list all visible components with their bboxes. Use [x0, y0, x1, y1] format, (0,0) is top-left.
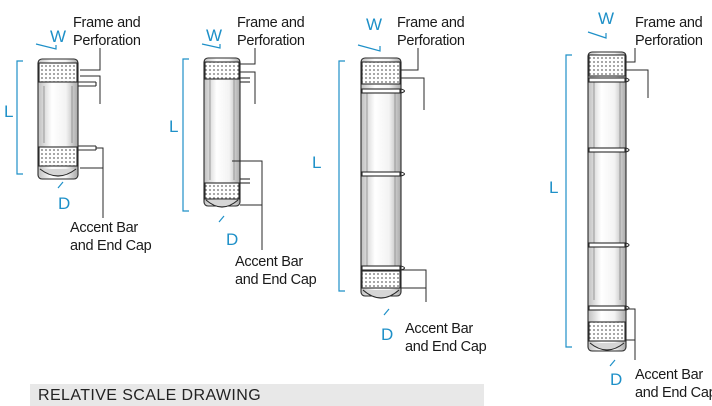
fixture-3-leaders: [401, 48, 427, 302]
fixture-3-dim-w: W: [366, 15, 382, 34]
fixture-1-dim-w: W: [50, 27, 66, 46]
fixture-2-leaders: [232, 48, 263, 250]
fixture-3-dim-l: L: [312, 153, 321, 172]
fixture-3: W L D Frame and Perforation Accent Bar a…: [312, 15, 487, 355]
fixture-2: W L D Frame and Perforation Accent Bar a…: [169, 15, 317, 288]
fixture-1-accent-label-2: and End Cap: [70, 238, 152, 254]
fixture-4-body: [587, 51, 630, 352]
fixture-2-frame-label: Frame and: [237, 15, 305, 31]
fixture-1-body: [37, 58, 97, 180]
fixture-4-leaders: [626, 48, 649, 360]
fixture-2-dimensions: [182, 43, 225, 223]
fixture-4: W L D Frame and Perforation Accent Bar a…: [549, 9, 712, 401]
fixture-1-dim-d: D: [58, 194, 70, 213]
fixture-1-accent-label: Accent Bar: [70, 220, 138, 236]
fixture-3-accent-label-2: and End Cap: [405, 339, 487, 355]
fixture-4-accent-label: Accent Bar: [635, 367, 703, 383]
fixture-1-dimensions: [16, 43, 64, 189]
fixture-4-dim-d: D: [610, 370, 622, 389]
fixture-3-body: [360, 57, 406, 299]
fixture-4-frame-label-2: Perforation: [635, 33, 703, 49]
fixture-4-frame-label: Frame and: [635, 15, 703, 31]
fixture-2-dim-l: L: [169, 117, 178, 136]
fixture-3-dim-d: D: [381, 325, 393, 344]
fixture-2-frame-label-2: Perforation: [237, 33, 305, 49]
fixture-1-leaders: [80, 48, 104, 218]
fixture-3-dimensions: [338, 44, 390, 316]
footer-title: RELATIVE SCALE DRAWING: [38, 387, 262, 404]
fixture-1: W L D Frame and Perforation Accent Bar a…: [4, 15, 152, 254]
fixture-2-body: [203, 57, 250, 208]
fixture-4-accent-label-2: and End Cap: [635, 385, 712, 401]
fixture-4-dim-l: L: [549, 178, 558, 197]
fixture-1-frame-label: Frame and: [73, 15, 141, 31]
fixture-3-accent-label: Accent Bar: [405, 321, 473, 337]
fixture-4-dim-w: W: [598, 9, 614, 28]
fixture-2-dim-d: D: [226, 230, 238, 249]
fixture-2-accent-label: Accent Bar: [235, 254, 303, 270]
fixture-2-dim-w: W: [206, 26, 222, 45]
fixture-3-frame-label-2: Perforation: [397, 33, 465, 49]
fixture-2-accent-label-2: and End Cap: [235, 272, 317, 288]
fixture-4-dimensions: [565, 31, 616, 367]
fixture-3-frame-label: Frame and: [397, 15, 465, 31]
fixture-1-dim-l: L: [4, 102, 13, 121]
fixture-1-frame-label-2: Perforation: [73, 33, 141, 49]
footer-bar: RELATIVE SCALE DRAWING: [30, 384, 484, 406]
